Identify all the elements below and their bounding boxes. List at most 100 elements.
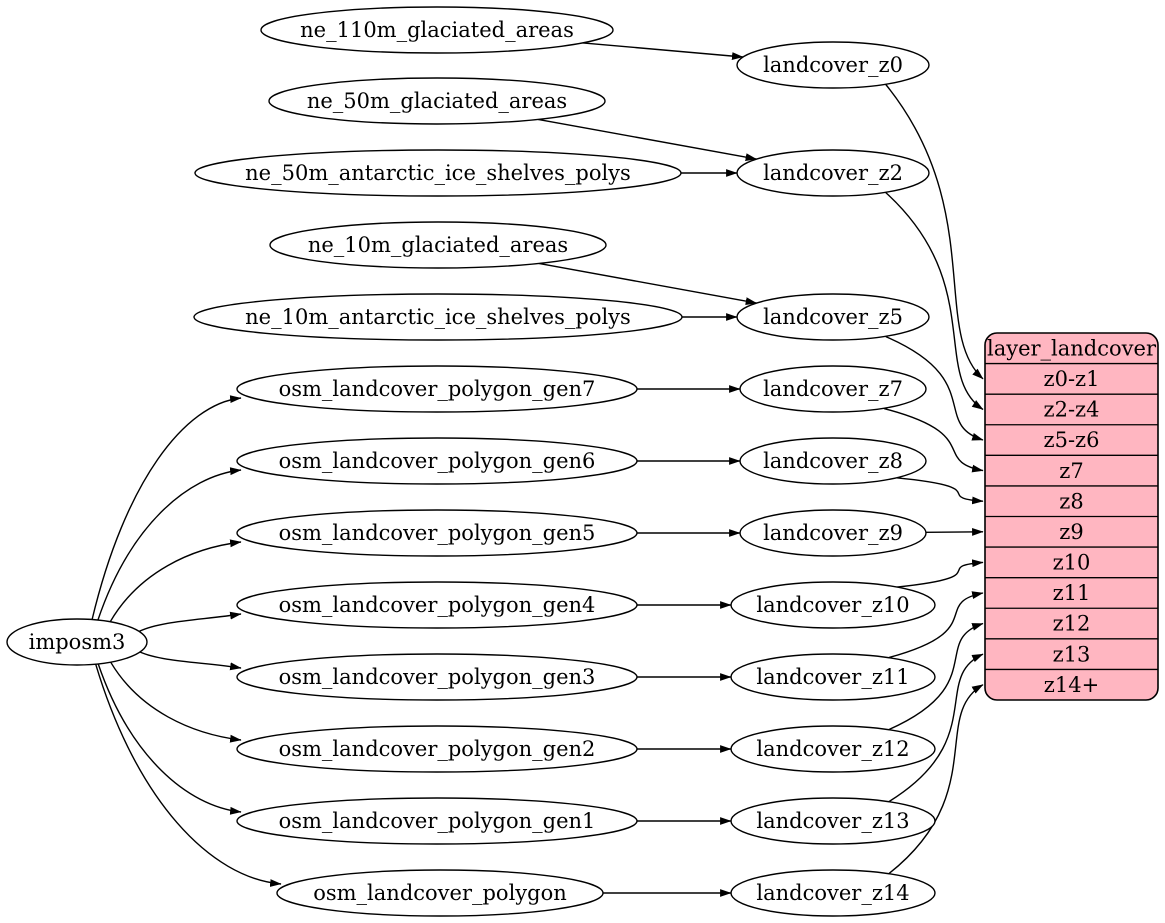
- node-ellipse: [730, 581, 936, 629]
- node-label: ne_110m_glaciated_areas: [300, 18, 574, 42]
- node-ellipse: [730, 869, 936, 917]
- node-ne_50m_antarctic_ice_shelves_polys: ne_50m_antarctic_ice_shelves_polys: [194, 149, 682, 197]
- node-osm_landcover_polygon: osm_landcover_polygon: [276, 869, 604, 917]
- node-ellipse: [276, 869, 604, 917]
- node-label: ne_10m_glaciated_areas: [308, 233, 568, 257]
- node-ne_10m_antarctic_ice_shelves_polys: ne_10m_antarctic_ice_shelves_polys: [193, 293, 683, 341]
- node-landcover_z9: landcover_z9: [739, 509, 927, 557]
- node-osm_landcover_polygon_gen6: osm_landcover_polygon_gen6: [236, 437, 638, 485]
- node-label: ne_50m_antarctic_ice_shelves_polys: [245, 161, 631, 185]
- node-ellipse: [236, 509, 638, 557]
- table-row-z11: z11: [1053, 581, 1091, 605]
- edge-imposm3-to-osm_landcover_polygon: [95, 663, 282, 887]
- edge-imposm3-to-osm_landcover_polygon_gen6: [97, 467, 242, 621]
- node-osm_landcover_polygon_gen1: osm_landcover_polygon_gen1: [236, 797, 638, 845]
- node-ellipse: [268, 77, 606, 125]
- node-ellipse: [236, 581, 638, 629]
- node-label: osm_landcover_polygon_gen5: [279, 521, 596, 545]
- edge-ne_10m_glaciated_areas-to-landcover_z5: [538, 262, 758, 306]
- node-ne_50m_glaciated_areas: ne_50m_glaciated_areas: [268, 77, 606, 125]
- node-label: ne_10m_antarctic_ice_shelves_polys: [245, 305, 631, 329]
- node-label: landcover_z7: [763, 377, 903, 401]
- node-label: landcover_z10: [756, 593, 909, 617]
- node-ellipse: [236, 365, 638, 413]
- node-ellipse: [193, 293, 683, 341]
- table-row-z12: z12: [1053, 612, 1091, 636]
- table-row-z5-z6: z5-z6: [1044, 428, 1100, 452]
- node-landcover_z5: landcover_z5: [736, 293, 930, 341]
- node-ellipse: [730, 653, 936, 701]
- edge-ne_110m_glaciated_areas-to-landcover_z0: [582, 42, 744, 60]
- node-label: imposm3: [29, 630, 126, 654]
- node-ellipse: [236, 797, 638, 845]
- edge-imposm3-to-osm_landcover_polygon_gen7: [91, 395, 242, 620]
- node-osm_landcover_polygon_gen7: osm_landcover_polygon_gen7: [236, 365, 638, 413]
- node-label: osm_landcover_polygon_gen1: [279, 809, 596, 833]
- node-ellipse: [236, 725, 638, 773]
- node-ellipse: [736, 293, 930, 341]
- node-ne_110m_glaciated_areas: ne_110m_glaciated_areas: [260, 6, 614, 54]
- node-label: osm_landcover_polygon: [313, 881, 567, 905]
- node-ellipse: [6, 618, 148, 666]
- node-ellipse: [739, 437, 927, 485]
- node-label: landcover_z13: [756, 809, 909, 833]
- edge-landcover_z14-to-layer_landcover-z14+: [888, 684, 984, 875]
- edge-ne_50m_glaciated_areas-to-landcover_z2: [537, 118, 758, 162]
- node-ellipse: [194, 149, 682, 197]
- node-osm_landcover_polygon_gen4: osm_landcover_polygon_gen4: [236, 581, 638, 629]
- table-layer_landcover: layer_landcover z0-z1 z2-z4 z5-z6 z7 z8 z9 z10 z…: [984, 332, 1159, 701]
- node-imposm3: imposm3: [6, 618, 148, 666]
- table-row-z14+: z14+: [1044, 673, 1099, 697]
- edge-landcover_z13-to-layer_landcover-z13: [888, 653, 984, 803]
- node-ellipse: [730, 797, 936, 845]
- node-osm_landcover_polygon_gen2: osm_landcover_polygon_gen2: [236, 725, 638, 773]
- table-layer: layer_landcover z0-z1 z2-z4 z5-z6 z7 z8 z9 z10 z…: [984, 332, 1159, 701]
- node-ellipse: [269, 221, 607, 269]
- node-label: landcover_z14: [756, 881, 909, 905]
- node-ne_10m_glaciated_areas: ne_10m_glaciated_areas: [269, 221, 607, 269]
- node-ellipse: [730, 725, 936, 773]
- table-row-z9: z9: [1059, 520, 1083, 544]
- node-landcover_z2: landcover_z2: [736, 149, 930, 197]
- edge-landcover_z8-to-layer_landcover-z8: [896, 477, 984, 505]
- node-label: osm_landcover_polygon_gen6: [279, 449, 596, 473]
- table-title: layer_landcover: [987, 336, 1157, 360]
- node-label: osm_landcover_polygon_gen2: [279, 737, 596, 761]
- edge-landcover_z7-to-layer_landcover-z7: [883, 407, 984, 473]
- node-ellipse: [739, 365, 927, 413]
- node-landcover_z14: landcover_z14: [730, 869, 936, 917]
- node-label: landcover_z9: [763, 521, 903, 545]
- node-landcover_z11: landcover_z11: [730, 653, 936, 701]
- node-ellipse: [736, 149, 930, 197]
- table-row-z0-z1: z0-z1: [1044, 367, 1100, 391]
- table-row-z8: z8: [1059, 489, 1083, 513]
- node-label: osm_landcover_polygon_gen3: [279, 665, 596, 689]
- node-landcover_z7: landcover_z7: [739, 365, 927, 413]
- node-ellipse: [236, 653, 638, 701]
- edge-imposm3-to-osm_landcover_polygon_gen5: [109, 539, 242, 623]
- edge-landcover_z12-to-layer_landcover-z12: [888, 622, 984, 731]
- edge-landcover_z10-to-layer_landcover-z10: [896, 559, 984, 588]
- edge-landcover_z2-to-layer_landcover-z2-z4: [885, 192, 984, 411]
- edge-landcover_z5-to-layer_landcover-z5-z6: [885, 335, 984, 441]
- node-label: landcover_z8: [763, 449, 903, 473]
- edge-landcover_z0-to-layer_landcover-z0-z1: [885, 84, 984, 380]
- nodes-layer: imposm3 ne_110m_glaciated_areas ne_50m_gla…: [6, 6, 936, 917]
- edges-layer: [91, 42, 984, 897]
- node-label: landcover_z11: [756, 665, 909, 689]
- node-label: osm_landcover_polygon_gen4: [279, 593, 596, 617]
- node-landcover_z8: landcover_z8: [739, 437, 927, 485]
- table-row-z2-z4: z2-z4: [1044, 398, 1100, 422]
- node-landcover_z12: landcover_z12: [730, 725, 936, 773]
- node-label: landcover_z5: [763, 305, 903, 329]
- node-landcover_z10: landcover_z10: [730, 581, 936, 629]
- edge-landcover_z9-to-layer_landcover-z9: [925, 527, 984, 536]
- edge-landcover_z11-to-layer_landcover-z11: [888, 591, 984, 659]
- node-ellipse: [236, 437, 638, 485]
- table-row-z10: z10: [1053, 551, 1091, 575]
- table-row-z7: z7: [1059, 459, 1083, 483]
- node-ellipse: [739, 509, 927, 557]
- node-osm_landcover_polygon_gen3: osm_landcover_polygon_gen3: [236, 653, 638, 701]
